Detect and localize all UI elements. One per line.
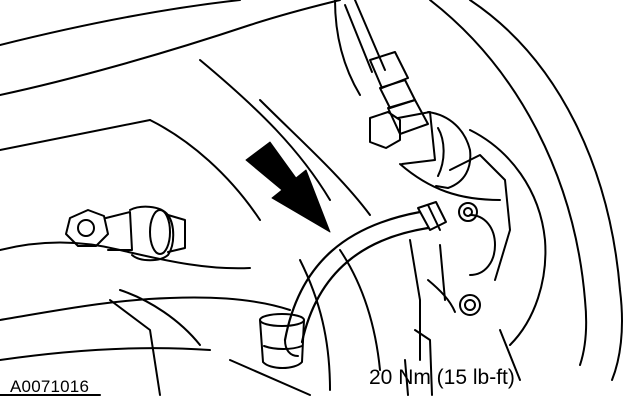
figure-code: A0071016 [10, 377, 90, 396]
bleeder-screw [417, 201, 447, 231]
suspension-body [0, 0, 381, 396]
tire-outline [334, 0, 623, 381]
torque-spec-label: 20 Nm (15 lb-ft) [369, 366, 515, 389]
bleeder-tube [283, 210, 430, 344]
caliper-fitting [369, 111, 501, 201]
brake-line [344, 0, 429, 135]
brake-rotor [404, 129, 547, 396]
fluid-container [259, 313, 305, 369]
arrow-pointer-icon [245, 141, 331, 233]
suspension-bolt [65, 205, 186, 262]
